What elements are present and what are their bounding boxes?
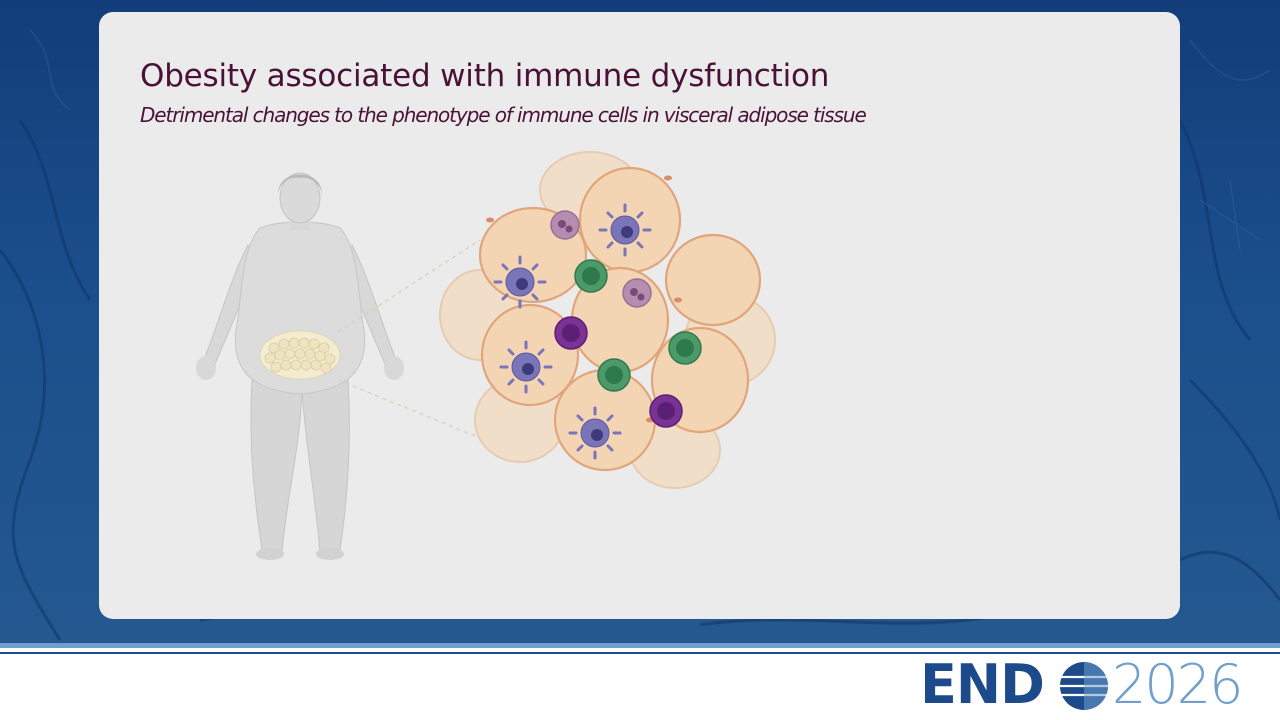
background-texture (0, 29, 1280, 641)
logo-brand-text: END (920, 653, 1045, 716)
granulocyte-icon (550, 210, 652, 308)
macrophage-icon (493, 203, 652, 460)
zoom-lines (337, 239, 486, 441)
human-figure-icon (196, 172, 404, 560)
logo-year-text: 2026 (1112, 653, 1243, 716)
slide-title: Obesity associated with immune dysfuncti… (140, 58, 830, 94)
endo-logo: END 2026 (920, 656, 1270, 716)
lymphocyte-purple-icon (554, 316, 683, 428)
visceral-fat-icon (259, 330, 341, 380)
lymphocyte-green-icon (574, 259, 702, 392)
footer-divider-thin (0, 652, 1280, 654)
obesity-illustration (196, 151, 776, 560)
adipose-tissue-cluster-icon (439, 151, 776, 489)
globe-icon (1060, 662, 1108, 710)
slide-subtitle: Detrimental changes to the phenotype of … (140, 103, 867, 127)
footer-divider (0, 643, 1280, 648)
